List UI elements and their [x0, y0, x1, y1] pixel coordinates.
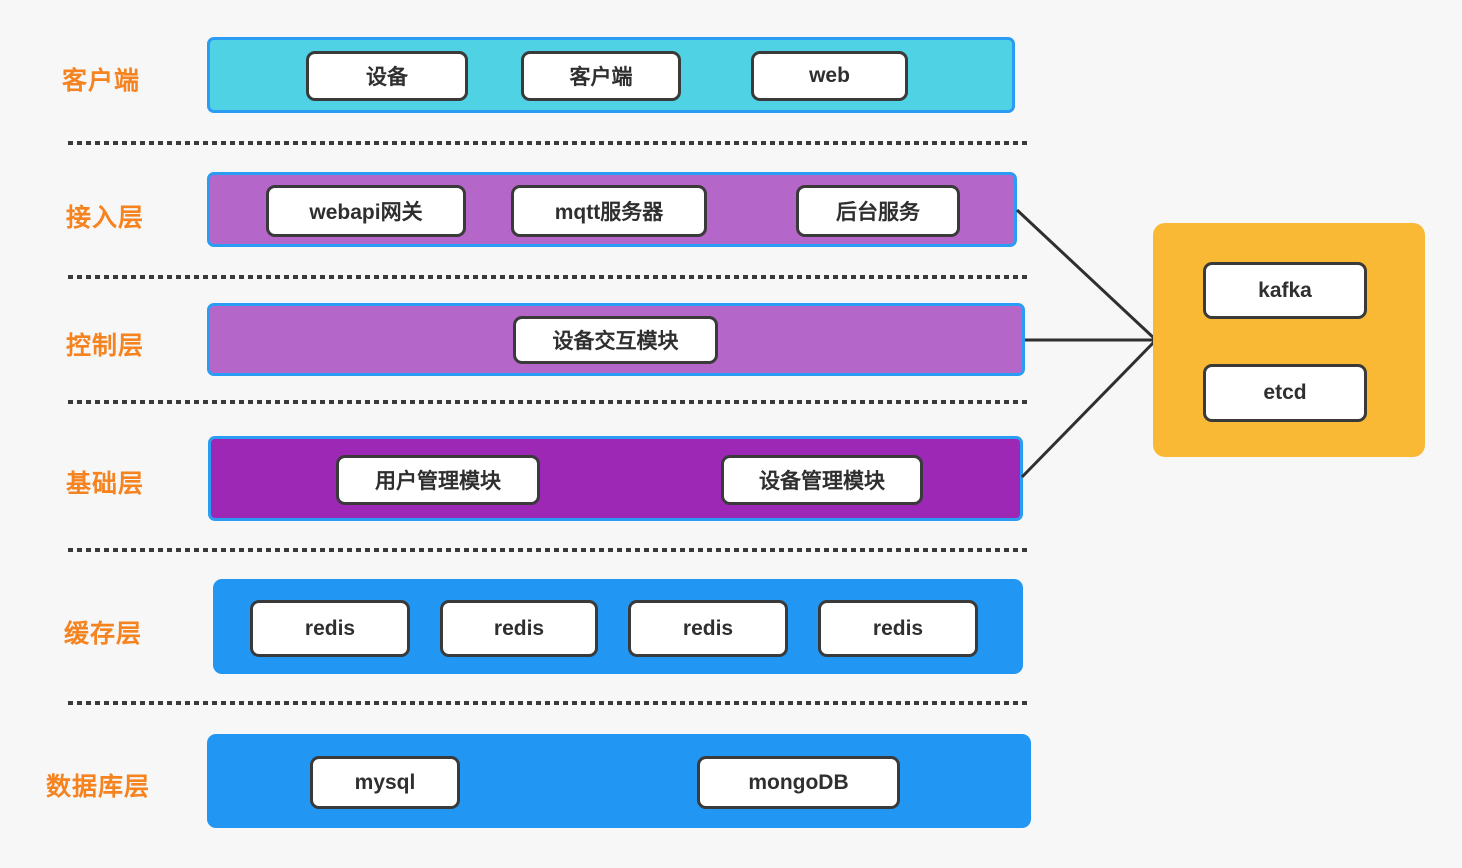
layer-label-access: 接入层: [66, 204, 145, 232]
layer-label-foundation: 基础层: [66, 470, 145, 498]
node-redis-4: redis: [818, 600, 978, 657]
node-redis-1: redis: [250, 600, 410, 657]
dotted-separator: [68, 400, 1030, 404]
cache-layer-bar: redis redis redis redis: [213, 579, 1023, 674]
node-device-management-module: 设备管理模块: [721, 455, 923, 505]
node-mqtt-server: mqtt服务器: [511, 185, 707, 237]
layer-label-database: 数据库层: [46, 773, 151, 801]
node-kafka: kafka: [1203, 262, 1367, 319]
node-client: 客户端: [521, 51, 681, 101]
layer-label-cache: 缓存层: [64, 620, 143, 648]
node-backend-service: 后台服务: [796, 185, 960, 237]
node-webapi-gateway: webapi网关: [266, 185, 466, 237]
layer-label-control: 控制层: [66, 332, 145, 360]
node-mongodb: mongoDB: [697, 756, 900, 809]
node-device: 设备: [306, 51, 468, 101]
foundation-layer-bar: 用户管理模块 设备管理模块: [208, 436, 1023, 521]
layer-label-client: 客户端: [62, 67, 141, 95]
control-layer-bar: 设备交互模块: [207, 303, 1025, 376]
node-mysql: mysql: [310, 756, 460, 809]
node-web: web: [751, 51, 908, 101]
dotted-separator: [68, 548, 1030, 552]
database-layer-bar: mysql mongoDB: [207, 734, 1031, 828]
side-group: kafka etcd: [1153, 223, 1425, 457]
client-layer-bar: 设备 客户端 web: [207, 37, 1015, 113]
access-layer-bar: webapi网关 mqtt服务器 后台服务: [207, 172, 1017, 247]
dotted-separator: [68, 141, 1030, 145]
node-redis-2: redis: [440, 600, 598, 657]
dotted-separator: [68, 275, 1030, 279]
node-etcd: etcd: [1203, 364, 1367, 422]
node-device-interaction-module: 设备交互模块: [513, 316, 718, 364]
node-user-management-module: 用户管理模块: [336, 455, 540, 505]
dotted-separator: [68, 701, 1030, 705]
node-redis-3: redis: [628, 600, 788, 657]
